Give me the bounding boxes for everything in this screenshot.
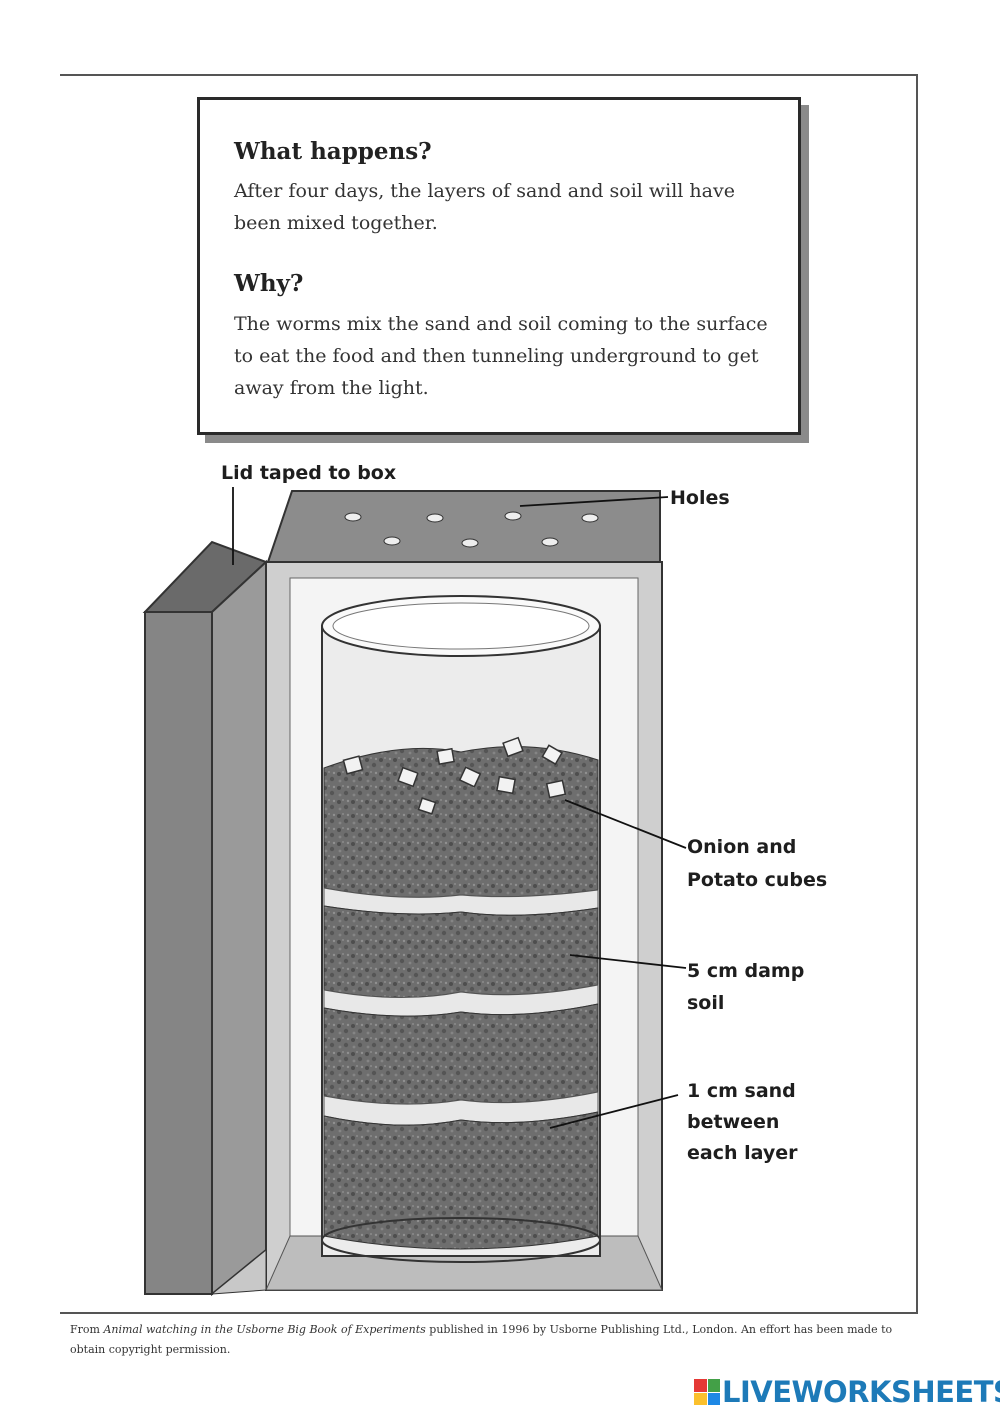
glass-jar bbox=[321, 595, 601, 1263]
label-sand-line3: each layer bbox=[687, 1142, 798, 1164]
heading-why: Why? bbox=[234, 270, 304, 297]
food-cubes bbox=[342, 736, 567, 815]
label-lid-taped: Lid taped to box bbox=[221, 462, 397, 484]
label-soil-line2: soil bbox=[687, 992, 725, 1014]
label-sand-line1: 1 cm sand bbox=[687, 1080, 796, 1102]
leader-lines bbox=[232, 487, 687, 1129]
paragraph-what-happens: After four days, the layers of sand and … bbox=[234, 180, 735, 234]
leader-line-sand bbox=[549, 1094, 679, 1129]
explanation-box: What happens? After four days, the layer… bbox=[197, 97, 801, 435]
source-book-title: Animal watching in the Usborne Big Book … bbox=[103, 1323, 426, 1336]
heading-what-happens: What happens? bbox=[234, 138, 432, 165]
box-door-flap bbox=[142, 540, 268, 1297]
page-frame-top bbox=[60, 74, 918, 76]
page-frame-bottom bbox=[60, 1312, 918, 1314]
liveworksheets-wordmark: LIVEWORKSHEETS bbox=[722, 1375, 1000, 1409]
label-holes: Holes bbox=[670, 487, 730, 509]
leader-line-holes bbox=[519, 496, 669, 507]
liveworksheets-badge-icon bbox=[694, 1379, 720, 1405]
label-onion-line2: Potato cubes bbox=[687, 869, 828, 891]
label-sand-line2: between bbox=[687, 1111, 780, 1133]
label-soil-line1: 5 cm damp bbox=[687, 960, 805, 982]
source-credit: From Animal watching in the Usborne Big … bbox=[70, 1323, 893, 1356]
paragraph-why: The worms mix the sand and soil coming t… bbox=[234, 313, 768, 399]
liveworksheets-logo[interactable]: LIVEWORKSHEETS bbox=[694, 1374, 1000, 1410]
leader-line-food bbox=[564, 799, 687, 849]
page-frame-right bbox=[916, 74, 918, 1314]
leader-line-soil bbox=[569, 954, 687, 969]
label-onion-line1: Onion and bbox=[687, 836, 797, 858]
